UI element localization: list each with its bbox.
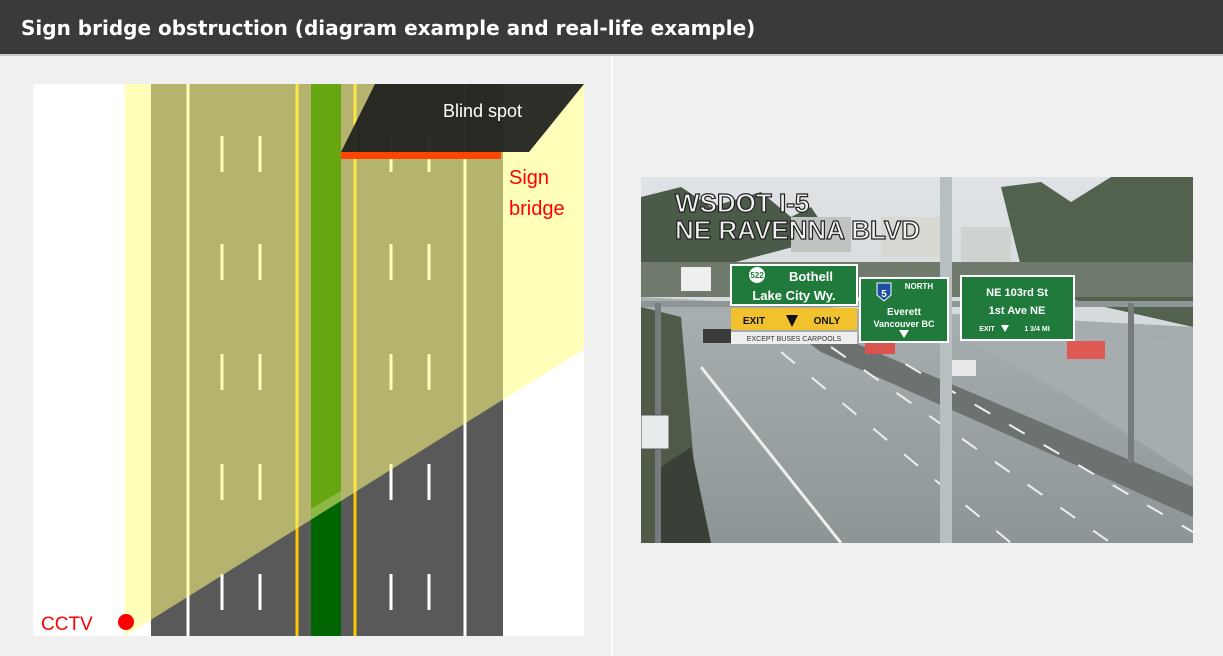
background-house-3 <box>791 217 851 252</box>
cctv-label: CCTV <box>41 614 93 635</box>
sign-bothell-line1: Bothell <box>789 269 833 284</box>
blind-spot-label: Blind spot <box>443 101 522 121</box>
exit-only-exit-text: EXIT <box>743 316 765 327</box>
median-in-view-highlight <box>311 84 341 509</box>
route-522-shield-icon <box>749 267 765 283</box>
sign-ne103rd-panel <box>960 275 1075 341</box>
camera-overlay-line2: NE RAVENNA BLVD <box>675 215 920 245</box>
sign-everett-line2: Vancouver BC <box>873 319 935 329</box>
exit-only-only-text: ONLY <box>814 316 841 327</box>
carpool-note-panel <box>731 332 857 344</box>
sign-bridge-bar <box>341 152 501 159</box>
page-header: Sign bridge obstruction (diagram example… <box>0 0 1223 56</box>
sign-bridge-post-right <box>1128 303 1134 463</box>
sign-ne103rd-exit: EXIT <box>979 326 995 333</box>
light-pole <box>940 177 952 543</box>
interstate-5-shield-icon <box>876 282 892 302</box>
interstate-5-number: 5 <box>881 289 887 300</box>
sign-ne103rd-distance: 1 3/4 MI <box>1024 326 1049 333</box>
sign-bridge-diagram: Blind spot Sign bridge CCTV <box>33 84 584 636</box>
sign-bridge-label-line2: bridge <box>509 198 565 220</box>
everett-arrow-down-icon <box>899 330 909 338</box>
background-house-1 <box>881 217 941 257</box>
lane-dash-line-1 <box>780 351 1012 544</box>
truck <box>681 267 711 291</box>
route-522-number: 522 <box>750 271 764 280</box>
camera-overlay-line1: WSDOT I-5 <box>675 188 809 218</box>
camera-field-of-view <box>125 84 584 636</box>
carpool-note-text: EXCEPT BUSES CARPOOLS <box>747 336 842 343</box>
real-life-camera-photo: 522 Bothell Lake City Wy. EXIT ONLY EXCE… <box>640 177 1194 544</box>
ne103rd-arrow-down-icon <box>1001 325 1009 332</box>
highway-sign-ne-103rd: NE 103rd St 1st Ave NE EXIT 1 3/4 MI <box>960 275 1075 341</box>
car-1 <box>703 329 731 343</box>
sign-everett-direction: NORTH <box>905 282 934 291</box>
sign-ne103rd-line2: 1st Ave NE <box>989 305 1046 317</box>
car-4 <box>1067 341 1105 359</box>
highway-sign-everett: 5 NORTH Everett Vancouver BC <box>859 277 949 343</box>
sign-bridge-label-line1: Sign <box>509 167 549 189</box>
cctv-camera-dot <box>118 614 134 630</box>
car-2 <box>865 342 895 354</box>
highway-sign-bothell: 522 Bothell Lake City Wy. EXIT ONLY EXCE… <box>730 264 858 344</box>
lane-dash-line-2 <box>830 346 1112 544</box>
left-retaining-wall <box>661 447 711 543</box>
diagram-canvas: Blind spot Sign bridge CCTV <box>33 84 584 636</box>
sign-everett-line1: Everett <box>887 307 922 318</box>
exit-arrow-down-icon <box>786 315 798 327</box>
sign-ne103rd-line1: NE 103rd St <box>986 287 1048 299</box>
photo-canvas: 522 Bothell Lake City Wy. EXIT ONLY EXCE… <box>640 177 1194 544</box>
small-roadside-sign <box>640 414 670 450</box>
median-barrier <box>801 337 1193 517</box>
lane-edge-line <box>699 366 843 544</box>
panel-divider <box>611 56 613 656</box>
blind-spot-area <box>341 84 584 152</box>
car-3 <box>951 360 976 376</box>
page-title: Sign bridge obstruction (diagram example… <box>21 16 756 40</box>
sign-bothell-line2: Lake City Wy. <box>752 288 835 303</box>
